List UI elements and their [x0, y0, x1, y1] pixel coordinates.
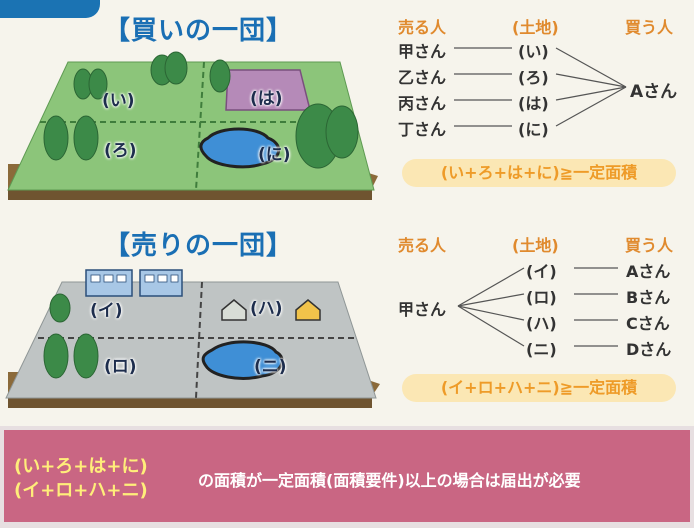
sell-group-illustration: [5, 269, 380, 408]
sell-row-buyer: Bさん: [626, 288, 671, 307]
sell-connector-lines: [457, 267, 618, 347]
sell-row-buyer: Cさん: [626, 314, 670, 333]
buy-group-illustration: [7, 51, 378, 200]
plot-label-i-kata: (イ): [90, 301, 123, 321]
buy-row-land: (ろ): [518, 68, 549, 87]
plot-label-ro-kata: (ロ): [104, 357, 137, 377]
buy-row-land: (い): [518, 42, 549, 61]
buy-row-seller: 丙さん: [398, 94, 447, 113]
corner-tab: [0, 0, 100, 18]
buy-connector-lines: [454, 47, 627, 127]
buy-buyer: Aさん: [630, 82, 678, 102]
sell-group-title: 【売りの一団】: [104, 231, 294, 261]
buy-row-seller: 丁さん: [398, 120, 447, 139]
banner-formula-line2: (イ+ロ+ハ+ニ): [14, 480, 148, 501]
sell-seller: 甲さん: [398, 300, 447, 319]
banner-text: の面積が一定面積(面積要件)以上の場合は届出が必要: [198, 471, 581, 490]
plot-label-i: (い): [102, 91, 135, 111]
sell-header-land: (土地): [512, 236, 559, 255]
requirement-banner: (い+ろ+は+に) (イ+ロ+ハ+ニ) の面積が一定面積(面積要件)以上の場合は…: [0, 426, 694, 528]
sell-row-land: (ニ): [526, 340, 557, 359]
buy-row-land: (は): [518, 94, 549, 113]
buy-header-land: (土地): [512, 18, 559, 37]
buy-group-title: 【買いの一団】: [104, 16, 294, 46]
sell-formula: (イ+ロ+ハ+ニ)≧一定面積: [402, 374, 676, 402]
sell-row-land: (イ): [526, 262, 557, 281]
buy-formula: (い+ろ+は+に)≧一定面積: [402, 159, 676, 187]
plot-label-ha: (は): [250, 89, 283, 109]
plot-label-ha-kata: (ハ): [250, 299, 283, 319]
plot-label-ni: (に): [258, 145, 291, 165]
sell-row-land: (ロ): [526, 288, 557, 307]
sell-header-buyer: 買う人: [625, 236, 674, 255]
buy-row-seller: 甲さん: [398, 42, 447, 61]
sell-row-land: (ハ): [526, 314, 557, 333]
sell-header-seller: 売る人: [398, 236, 447, 255]
buy-header-buyer: 買う人: [625, 18, 674, 37]
buy-row-land: (に): [518, 120, 549, 139]
buy-row-seller: 乙さん: [398, 68, 447, 87]
plot-label-ro: (ろ): [104, 141, 137, 161]
requirement-banner-inner: (い+ろ+は+に) (イ+ロ+ハ+ニ) の面積が一定面積(面積要件)以上の場合は…: [4, 430, 690, 522]
plot-label-ni-kata: (ニ): [254, 357, 287, 377]
sell-row-buyer: Dさん: [626, 340, 672, 359]
buy-header-seller: 売る人: [398, 18, 447, 37]
sell-row-buyer: Aさん: [626, 262, 671, 281]
banner-formula-line1: (い+ろ+は+に): [14, 456, 148, 477]
